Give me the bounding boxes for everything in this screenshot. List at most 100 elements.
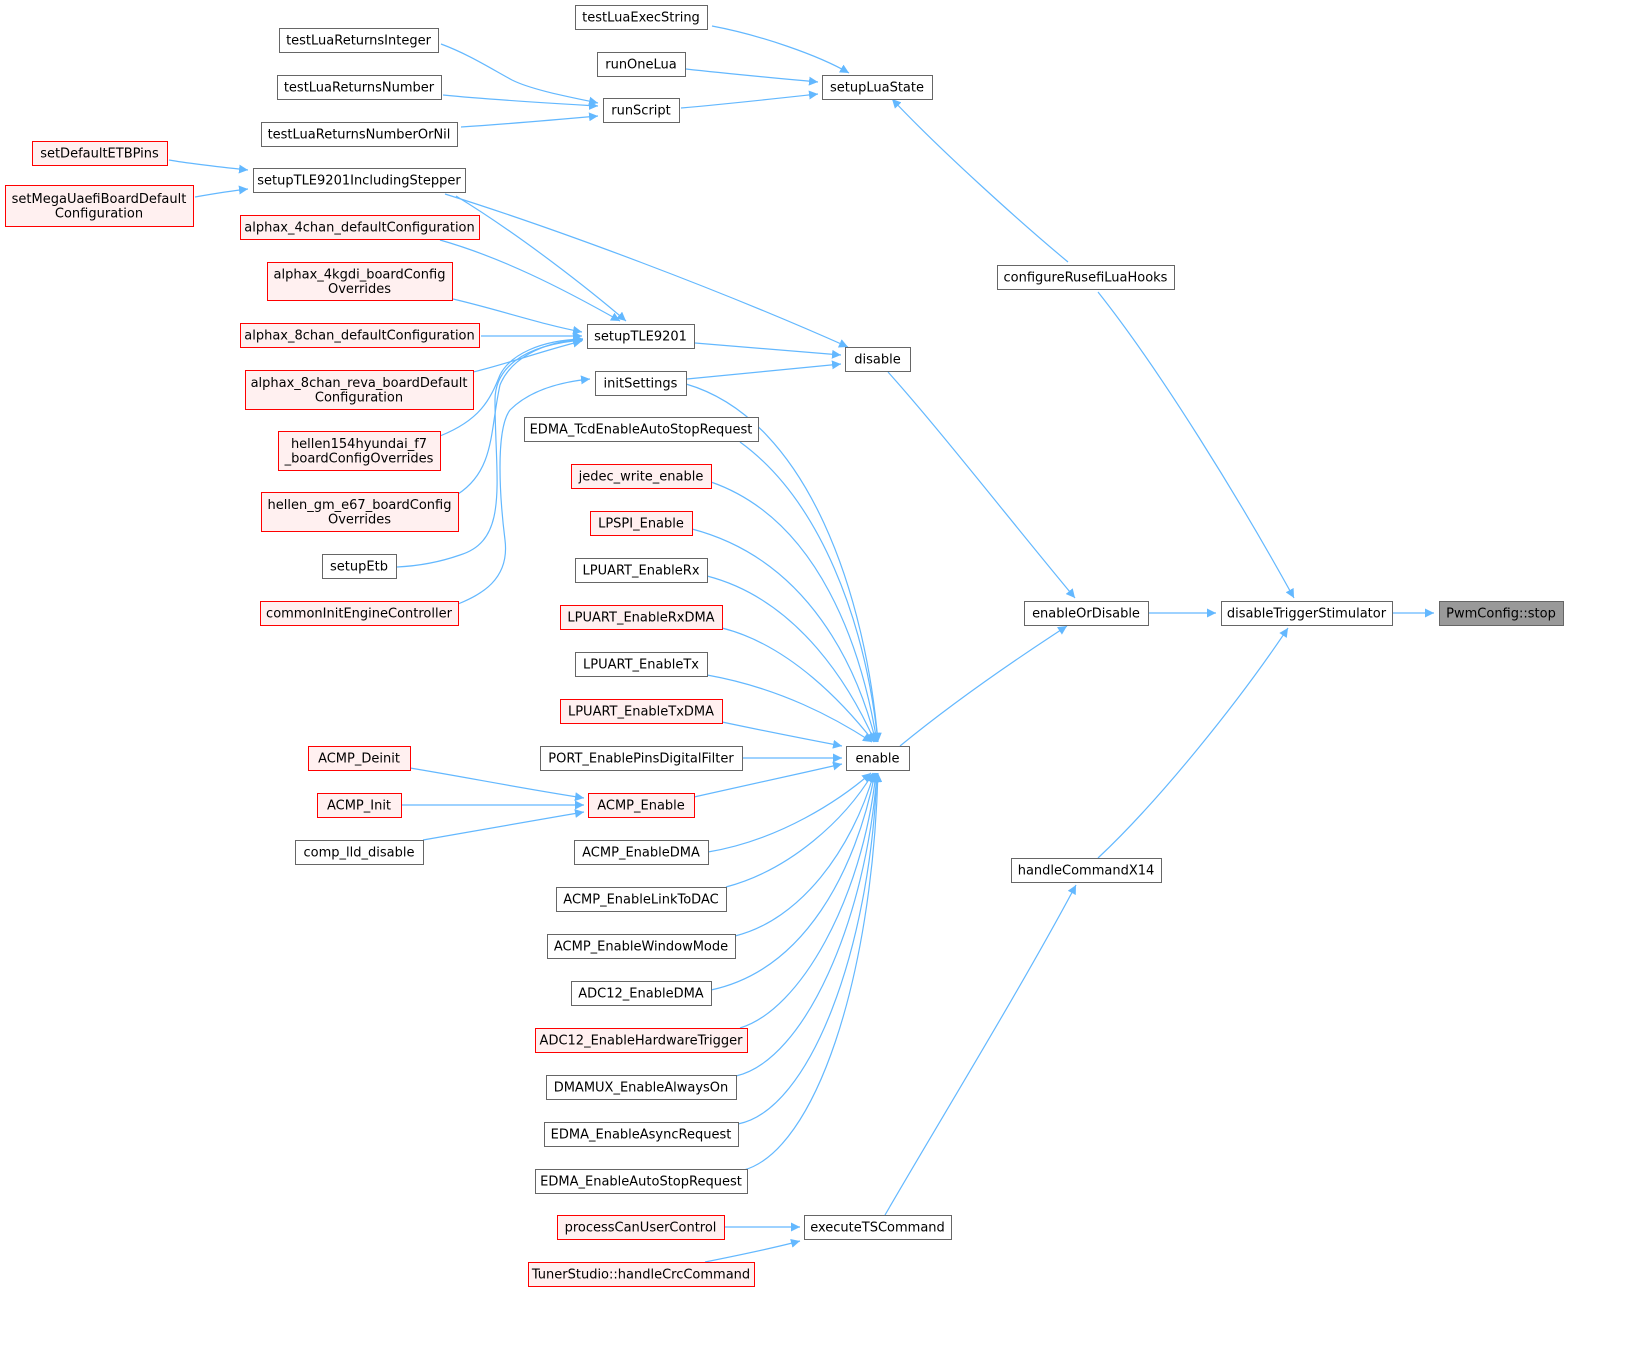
node-enable-or-disable[interactable]: enableOrDisable bbox=[1024, 601, 1149, 626]
node-box bbox=[822, 75, 933, 100]
node-box bbox=[997, 265, 1175, 290]
node-label: ACMP_Enable bbox=[597, 799, 685, 814]
node-label: setupTLE9201IncludingStepper bbox=[257, 174, 461, 189]
node-dmamux-enable-always-on[interactable]: DMAMUX_EnableAlwaysOn bbox=[546, 1075, 737, 1100]
node-acmp-enable-link-to-dac[interactable]: ACMP_EnableLinkToDAC bbox=[556, 887, 727, 912]
edge-handle-command-x14-to-disable-trigger-stimulator bbox=[1097, 627, 1289, 859]
node-label: processCanUserControl bbox=[565, 1221, 717, 1236]
node-test-lua-returns-number-or-nil[interactable]: testLuaReturnsNumberOrNil bbox=[261, 122, 458, 147]
node-label: testLuaReturnsInteger bbox=[286, 34, 432, 49]
node-alphax-8chan-reva[interactable]: alphax_8chan_reva_boardDefaultConfigurat… bbox=[245, 370, 474, 410]
edge-test-lua-returns-integer-to-run-script bbox=[440, 43, 599, 106]
node-comp-lld-disable[interactable]: comp_lld_disable bbox=[295, 840, 424, 865]
edge-test-lua-exec-string-to-setup-lua-state bbox=[711, 25, 850, 74]
node-box bbox=[556, 887, 727, 912]
node-label: commonInitEngineController bbox=[266, 607, 453, 622]
node-jedec-write-enable[interactable]: jedec_write_enable bbox=[571, 464, 712, 489]
node-alphax-8chan[interactable]: alphax_8chan_defaultConfiguration bbox=[240, 323, 480, 348]
node-lpuart-enable-rx[interactable]: LPUART_EnableRx bbox=[575, 558, 708, 583]
node-edma-enable-auto-stop-request[interactable]: EDMA_EnableAutoStopRequest bbox=[535, 1169, 748, 1194]
node-test-lua-exec-string[interactable]: testLuaExecString bbox=[575, 5, 708, 30]
node-disable[interactable]: disable bbox=[845, 347, 911, 372]
node-box bbox=[5, 185, 194, 227]
node-box bbox=[546, 1075, 737, 1100]
node-box bbox=[1024, 601, 1149, 626]
node-enable[interactable]: enable bbox=[846, 746, 910, 771]
node-box bbox=[590, 511, 693, 536]
node-acmp-deinit[interactable]: ACMP_Deinit bbox=[308, 746, 411, 771]
node-edma-tcd-enable-auto-stop-request[interactable]: EDMA_TcdEnableAutoStopRequest bbox=[524, 417, 759, 442]
node-run-one-lua[interactable]: runOneLua bbox=[597, 52, 686, 77]
node-pwm-config-stop[interactable]: PwmConfig::stop bbox=[1439, 601, 1564, 626]
edge-acmp-enable-window-mode-to-enable bbox=[734, 772, 876, 937]
node-setup-lua-state[interactable]: setupLuaState bbox=[822, 75, 933, 100]
node-execute-tscommand[interactable]: executeTSCommand bbox=[804, 1215, 952, 1240]
node-acmp-enable-dma[interactable]: ACMP_EnableDMA bbox=[574, 840, 709, 865]
node-box bbox=[528, 1262, 755, 1287]
node-label: ACMP_Init bbox=[327, 799, 391, 814]
node-setup-etb[interactable]: setupEtb bbox=[322, 554, 397, 579]
node-lpspi-enable[interactable]: LPSPI_Enable bbox=[590, 511, 693, 536]
node-lpuart-enable-rx-dma[interactable]: LPUART_EnableRxDMA bbox=[560, 605, 723, 630]
node-disable-trigger-stimulator[interactable]: disableTriggerStimulator bbox=[1221, 601, 1393, 626]
node-box bbox=[535, 1028, 748, 1053]
node-box bbox=[524, 417, 759, 442]
node-tuner-studio-handle-crc-command[interactable]: TunerStudio::handleCrcCommand bbox=[528, 1262, 755, 1287]
node-label: DMAMUX_EnableAlwaysOn bbox=[554, 1081, 729, 1096]
edge-setup-tle9201-including-stepper-to-setup-tle9201 bbox=[455, 195, 627, 322]
node-run-script[interactable]: runScript bbox=[603, 98, 680, 123]
node-box bbox=[571, 981, 712, 1006]
node-label: testLuaReturnsNumberOrNil bbox=[268, 128, 451, 143]
node-init-settings[interactable]: initSettings bbox=[595, 371, 687, 396]
node-adc12-enable-hardware-trigger[interactable]: ADC12_EnableHardwareTrigger bbox=[535, 1028, 748, 1053]
node-box bbox=[260, 601, 459, 626]
node-label: Overrides bbox=[328, 512, 391, 527]
node-setup-tle9201[interactable]: setupTLE9201 bbox=[587, 324, 695, 349]
node-box bbox=[575, 5, 708, 30]
node-box bbox=[575, 558, 708, 583]
node-edma-enable-async-request[interactable]: EDMA_EnableAsyncRequest bbox=[544, 1122, 739, 1147]
edge-enable-to-enable-or-disable bbox=[899, 625, 1068, 747]
node-acmp-init[interactable]: ACMP_Init bbox=[317, 793, 402, 818]
node-box bbox=[595, 371, 687, 396]
node-test-lua-returns-integer[interactable]: testLuaReturnsInteger bbox=[279, 28, 439, 53]
node-test-lua-returns-number[interactable]: testLuaReturnsNumber bbox=[277, 75, 442, 100]
node-handle-command-x14[interactable]: handleCommandX14 bbox=[1011, 858, 1162, 883]
node-box bbox=[845, 347, 911, 372]
node-label: executeTSCommand bbox=[810, 1221, 945, 1236]
node-lpuart-enable-tx-dma[interactable]: LPUART_EnableTxDMA bbox=[560, 699, 723, 724]
node-box bbox=[277, 75, 442, 100]
node-set-default-etbpins[interactable]: setDefaultETBPins bbox=[32, 141, 168, 166]
edge-init-settings-to-enable bbox=[685, 383, 882, 743]
node-hellen-gm[interactable]: hellen_gm_e67_boardConfigOverrides bbox=[261, 492, 459, 532]
edge-test-lua-returns-number-to-run-script bbox=[442, 94, 599, 110]
node-box bbox=[253, 168, 466, 193]
node-label: EDMA_EnableAsyncRequest bbox=[551, 1128, 732, 1143]
node-process-can-user-control[interactable]: processCanUserControl bbox=[557, 1215, 725, 1240]
node-alphax-4kgdi[interactable]: alphax_4kgdi_boardConfigOverrides bbox=[267, 262, 453, 301]
node-box bbox=[557, 1215, 725, 1240]
node-box bbox=[603, 98, 680, 123]
node-hellen154[interactable]: hellen154hyundai_f7_boardConfigOverrides bbox=[278, 431, 441, 471]
node-label: runOneLua bbox=[605, 58, 677, 73]
node-box bbox=[560, 699, 723, 724]
node-setup-tle9201-including-stepper[interactable]: setupTLE9201IncludingStepper bbox=[253, 168, 466, 193]
edge-lpspi-enable-to-enable bbox=[691, 528, 879, 743]
node-lpuart-enable-tx[interactable]: LPUART_EnableTx bbox=[575, 652, 708, 677]
node-box bbox=[560, 605, 723, 630]
node-box bbox=[308, 746, 411, 771]
node-adc12-enable-dma[interactable]: ADC12_EnableDMA bbox=[571, 981, 712, 1006]
node-acmp-enable[interactable]: ACMP_Enable bbox=[588, 793, 695, 818]
node-alphax-4chan[interactable]: alphax_4chan_defaultConfiguration bbox=[240, 215, 480, 240]
node-label: alphax_4chan_defaultConfiguration bbox=[244, 221, 475, 236]
node-port-enable-pins-digital-filter[interactable]: PORT_EnablePinsDigitalFilter bbox=[540, 746, 743, 771]
edge-adc12-enable-hardware-trigger-to-enable bbox=[739, 772, 880, 1029]
node-common-init-engine-controller[interactable]: commonInitEngineController bbox=[260, 601, 459, 626]
edge-init-settings-to-disable bbox=[686, 360, 842, 380]
node-label: EDMA_EnableAutoStopRequest bbox=[540, 1175, 742, 1190]
node-label: setupLuaState bbox=[830, 81, 924, 96]
node-configure-rusefi-lua-hooks[interactable]: configureRusefiLuaHooks bbox=[997, 265, 1175, 290]
node-acmp-enable-window-mode[interactable]: ACMP_EnableWindowMode bbox=[547, 934, 736, 959]
edge-set-default-etbpins-to-setup-tle9201-including-stepper bbox=[168, 159, 249, 174]
